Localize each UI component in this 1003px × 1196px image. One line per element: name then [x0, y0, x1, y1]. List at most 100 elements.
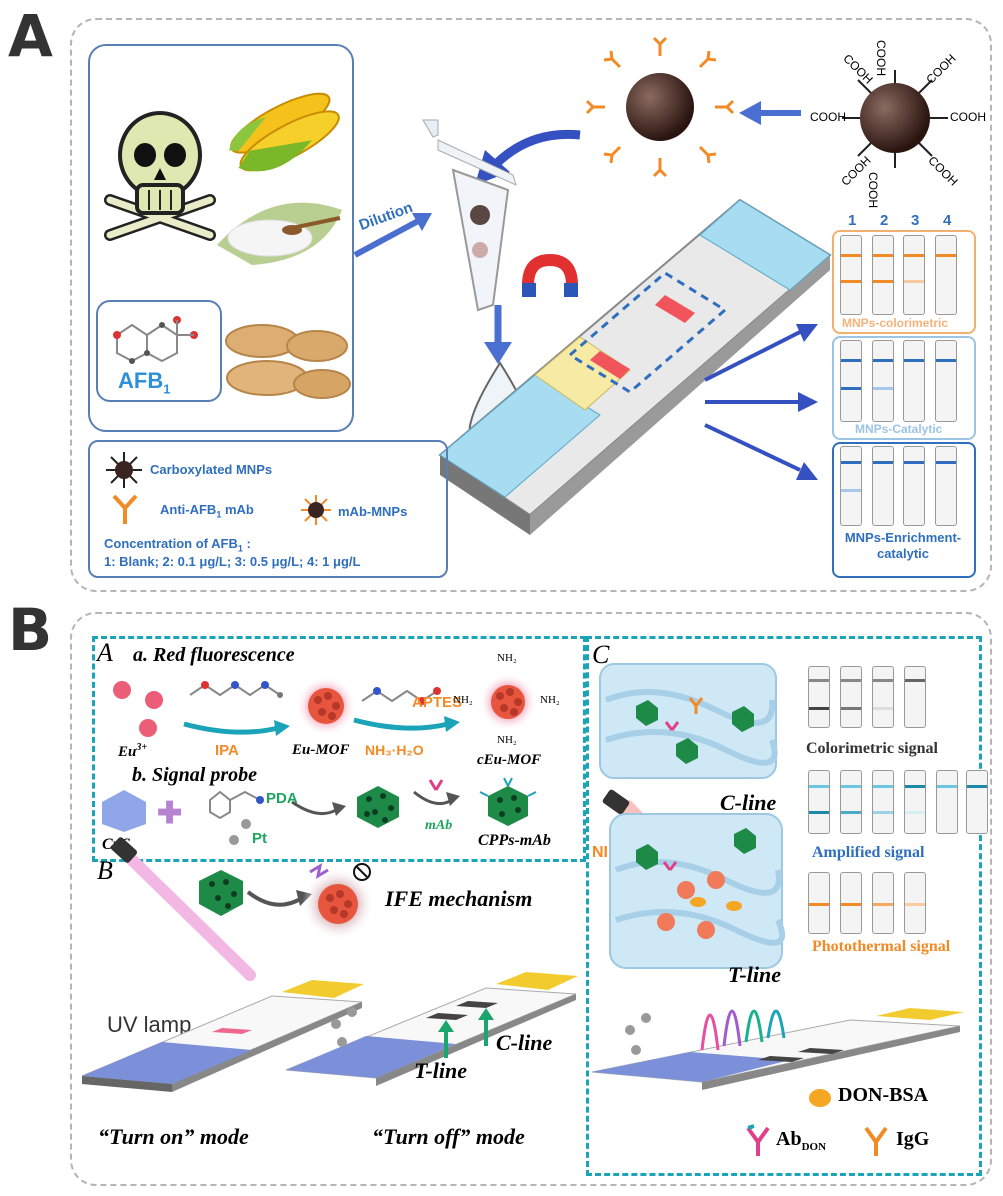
- sample-box: [88, 44, 354, 432]
- t-line-hydrogel-icon: [609, 813, 786, 969]
- strip-e3: [903, 446, 925, 526]
- plus-icon: ✚: [157, 797, 183, 830]
- result-label-enrichment: MNPs-Enrichment- catalytic: [844, 530, 962, 561]
- result-label-colorimetric: MNPs-colorimetric: [842, 316, 949, 330]
- color-strip-1: [808, 666, 830, 728]
- probe-arrow-icon: [291, 800, 346, 816]
- pda-molecule-icon: [209, 790, 264, 820]
- corn-icon: [229, 92, 340, 172]
- magnet-icon: [522, 253, 578, 297]
- signal-probe-title: b. Signal probe: [132, 764, 258, 786]
- cooh-label-bottom: COOH: [866, 172, 880, 208]
- left-arrow-icon: [739, 101, 801, 125]
- amp-strip-4: [904, 770, 926, 834]
- sub-b-label: B: [97, 856, 113, 885]
- nh2-left: NH₂: [453, 694, 473, 706]
- aptes-label: APTES: [412, 694, 463, 711]
- colorimetric-signal-label: Colorimetric signal: [806, 740, 938, 757]
- pda-label: PDA: [266, 790, 298, 807]
- cpps-mab-label: CPPs-mAb: [478, 832, 551, 849]
- legend-antibody: Anti-AFB1 mAb: [160, 502, 254, 520]
- amp-strip-5: [936, 770, 958, 834]
- igg-icon: [864, 1126, 888, 1156]
- mab-arrow-icon: [413, 779, 460, 806]
- strip-number-2: 2: [880, 212, 889, 229]
- down-arrow-icon: [484, 305, 512, 364]
- color-strip-3: [872, 666, 894, 728]
- igg-label: IgG: [896, 1128, 930, 1150]
- legend-conc-title: Concentration of AFB1 :: [104, 536, 251, 554]
- amp-strip-3: [872, 770, 894, 834]
- panel-label-b: B: [8, 596, 53, 664]
- don-bsa-label: DON-BSA: [838, 1084, 929, 1106]
- strip-c4: [935, 235, 957, 315]
- eu-label: Eu3+: [118, 742, 148, 760]
- pt-strip-4: [904, 872, 926, 934]
- nh3-label: NH₃·H₂O: [365, 742, 424, 758]
- nh2-bottom: NH₂: [497, 734, 517, 746]
- color-strip-2: [840, 666, 862, 728]
- legend-conc-values: 1: Blank; 2: 0.1 μg/L; 3: 0.5 μg/L; 4: 1…: [104, 554, 361, 569]
- pt-strip-3: [872, 872, 894, 934]
- sub-c-label: C: [592, 640, 610, 669]
- strip-c3: [903, 235, 925, 315]
- dilution-arrow-icon: [353, 213, 432, 258]
- sub-c-frame: [586, 636, 982, 1176]
- sub-a-label: A: [97, 638, 113, 667]
- ceu-mof-label: cEu-MOF: [477, 752, 542, 768]
- nh2-top: NH₂: [497, 652, 517, 664]
- color-strip-4: [904, 666, 926, 728]
- pt-strip-2: [840, 872, 862, 934]
- cooh-label-left: COOH: [810, 110, 846, 124]
- c-strip-peaks-icon: [591, 1008, 964, 1090]
- photothermal-signal-label: Photothermal signal: [812, 938, 951, 955]
- turn-on-label: “Turn on” mode: [98, 1124, 249, 1149]
- strip-e1: [840, 446, 862, 526]
- turn-off-label: “Turn off” mode: [372, 1124, 525, 1149]
- sub-a-frame: [92, 636, 586, 862]
- panel-label-a: A: [8, 2, 53, 70]
- ab-don-icon: [746, 1124, 770, 1156]
- strip-k1: [840, 340, 862, 422]
- test-strip-a-icon: [438, 198, 832, 535]
- result-arrows-icon: [704, 324, 818, 480]
- strip-number-3: 3: [911, 212, 920, 229]
- tube-icon: [422, 119, 517, 312]
- t-line-c-label: T-line: [728, 962, 781, 987]
- uv-lamp-icon: [110, 837, 256, 981]
- strip-c1: [840, 235, 862, 315]
- grain-icon: [217, 202, 342, 265]
- strip-number-4: 4: [943, 212, 952, 229]
- c-line-hydrogel-icon: [599, 663, 778, 779]
- ife-eumof-icon: [302, 862, 374, 940]
- cpp-ife-icon: [199, 870, 243, 916]
- turn-off-strip-icon: [285, 972, 578, 1086]
- afb1-label: AFB1: [118, 368, 171, 397]
- ife-label: IFE mechanism: [385, 886, 533, 911]
- c-line-c-label: C-line: [720, 790, 777, 815]
- strip-e2: [872, 446, 894, 526]
- pt-label: Pt: [252, 830, 267, 847]
- cpp-nanoparticle-icon: [357, 786, 399, 828]
- skull-icon: [104, 111, 216, 241]
- strip-number-1: 1: [848, 212, 857, 229]
- legend-mab-mnps: mAb-MNPs: [338, 504, 408, 519]
- panel-b-frame: [70, 612, 992, 1186]
- legend-carboxylated: Carboxylated MNPs: [150, 462, 273, 477]
- ipa-molecule-icon: [189, 681, 283, 698]
- c-line-label: C-line: [496, 1030, 553, 1055]
- aptes-molecule-icon: [361, 687, 441, 705]
- ipa-arrow-icon: [183, 720, 290, 736]
- eu-mof-label: Eu-MOF: [292, 742, 350, 758]
- carboxylated-mnp-icon: [842, 70, 948, 168]
- cus-icon: [102, 790, 146, 832]
- strip-k2: [872, 340, 894, 422]
- ceu-mof-icon: [479, 673, 537, 731]
- afb1-molecule-icon: [113, 316, 198, 364]
- result-label-catalytic: MNPs-Catalytic: [855, 422, 943, 436]
- legend-mnp-icon: [106, 452, 142, 488]
- pt-strip-1: [808, 872, 830, 934]
- strip-e4: [935, 446, 957, 526]
- strip-k4: [935, 340, 957, 422]
- cooh-label-top: COOH: [874, 40, 888, 76]
